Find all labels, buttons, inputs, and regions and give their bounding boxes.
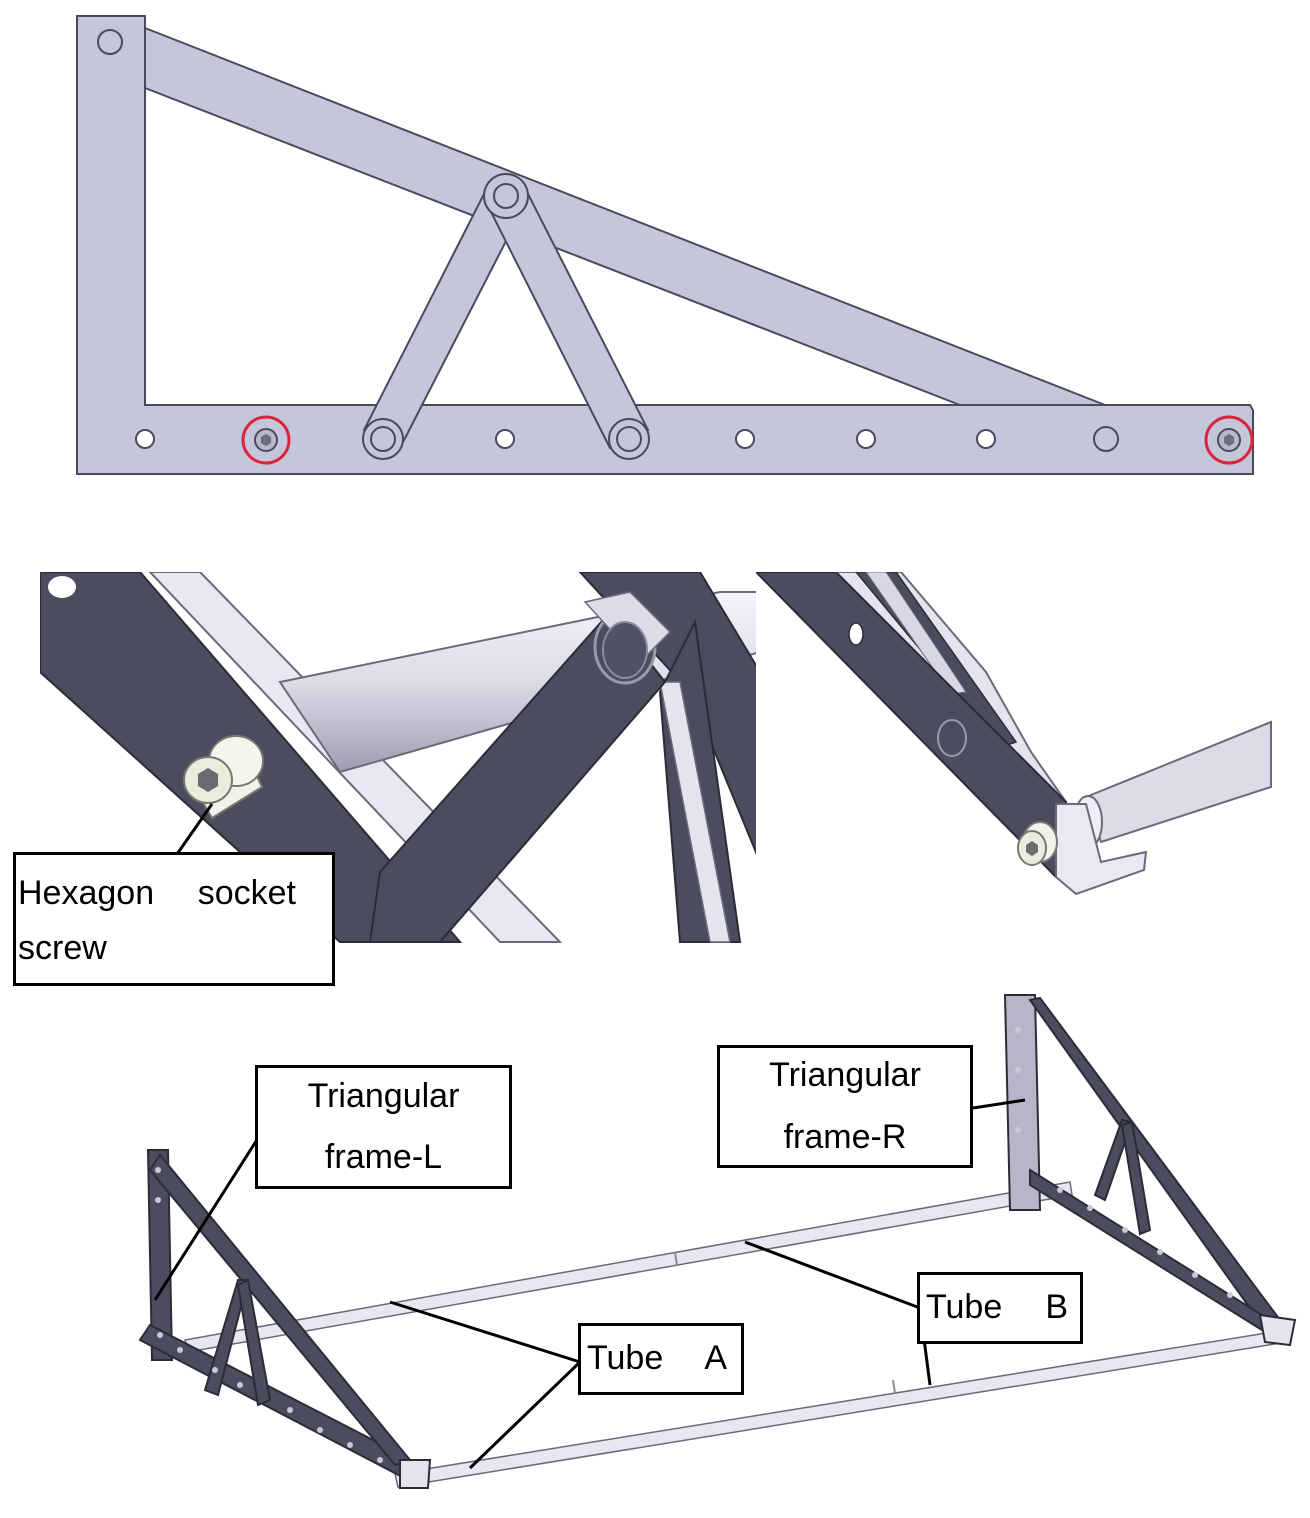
post-top-hole xyxy=(97,29,123,55)
frame-l-leader xyxy=(153,1134,262,1301)
frame-side-view xyxy=(76,15,1254,475)
tube-a-letter: A xyxy=(704,1339,727,1377)
tube-a-word: Tube xyxy=(587,1339,664,1377)
frame-r-leader xyxy=(972,1098,1026,1110)
hex-screw-leader xyxy=(173,803,214,858)
tube-front xyxy=(394,1329,1288,1488)
label-triangular-frame-l: Triangular frame-L xyxy=(255,1065,512,1189)
screw-closeup-right xyxy=(756,572,1276,902)
tube-a-leader-1 xyxy=(389,1300,581,1364)
label-tube-b: Tube B xyxy=(917,1272,1083,1344)
frame-r-line2: frame-R xyxy=(783,1117,907,1156)
tube-b-leader-1 xyxy=(744,1240,921,1310)
base-hole xyxy=(495,429,515,449)
hex-socket-screw-icon xyxy=(183,735,264,820)
triangular-frame-left xyxy=(138,1149,432,1489)
frame-r-line1: Triangular xyxy=(769,1056,921,1095)
base-hole xyxy=(856,429,876,449)
frame-body xyxy=(76,15,1254,475)
support-arm-dark xyxy=(368,610,667,943)
bolt-highlight-circle-icon xyxy=(241,415,291,465)
base-hole xyxy=(135,429,155,449)
frame-l-line2: frame-L xyxy=(324,1138,443,1176)
hex-screw-line2: screw xyxy=(18,929,107,968)
frame-l-line1: Triangular xyxy=(307,1076,460,1115)
tube-b-letter: B xyxy=(1045,1288,1068,1326)
hex-screw-word1: Hexagon xyxy=(18,874,155,912)
tube-b-word: Tube xyxy=(926,1288,1003,1326)
base-hole-large xyxy=(1093,426,1119,452)
label-triangular-frame-r: Triangular frame-R xyxy=(717,1045,973,1168)
diagonal-bar xyxy=(144,26,1106,406)
tube-a-leader-2 xyxy=(468,1360,582,1470)
frame-holes xyxy=(97,29,1119,460)
hex-socket-screw-icon xyxy=(1017,821,1058,866)
label-hexagon-socket-screw: Hexagon socket screw xyxy=(13,852,335,986)
bolt-highlight-circle-icon xyxy=(1204,415,1254,465)
assembly-view xyxy=(138,994,1297,1489)
base-hole xyxy=(735,429,755,449)
base-hole xyxy=(976,429,996,449)
label-tube-a: Tube A xyxy=(578,1323,744,1395)
hex-screw-word2: socket xyxy=(197,874,296,912)
